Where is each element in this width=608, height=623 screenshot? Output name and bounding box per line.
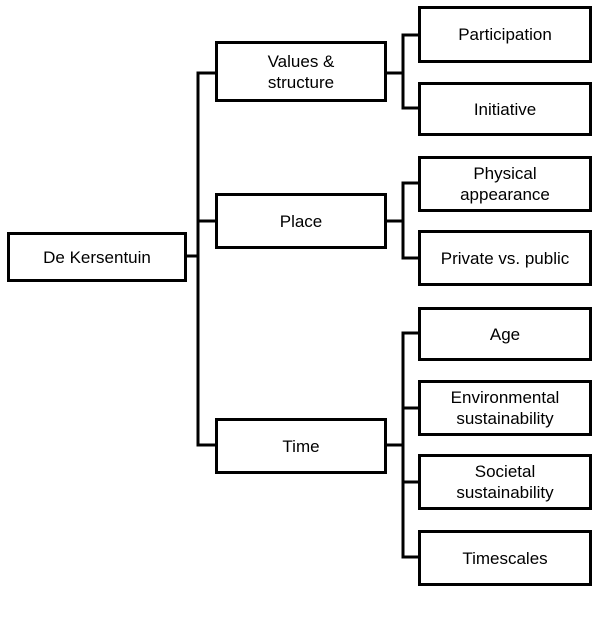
leaf-node-physical-appearance: Physical appearance (418, 156, 592, 212)
leaf-node-environmental-sustainability: Environmental sustainability (418, 380, 592, 436)
leaf-node-initiative: Initiative (418, 82, 592, 136)
leaf-node-timescales: Timescales (418, 530, 592, 586)
root-node: De Kersentuin (7, 232, 187, 282)
leaf-node-private-vs-public: Private vs. public (418, 230, 592, 286)
leaf-node-participation: Participation (418, 6, 592, 63)
branch-node-place: Place (215, 193, 387, 249)
branch-node-time: Time (215, 418, 387, 474)
branch-node-values-structure: Values & structure (215, 41, 387, 102)
leaf-node-societal-sustainability: Societal sustainability (418, 454, 592, 510)
leaf-node-age: Age (418, 307, 592, 361)
